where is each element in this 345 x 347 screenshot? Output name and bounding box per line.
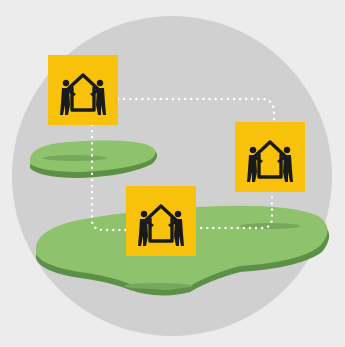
house-with-people-icon [235,122,305,192]
house-with-people-icon [48,55,118,125]
home-tile-top-left [48,55,118,125]
home-tile-right [235,122,305,192]
home-tile-bottom [126,186,196,256]
house-with-people-icon [126,186,196,256]
